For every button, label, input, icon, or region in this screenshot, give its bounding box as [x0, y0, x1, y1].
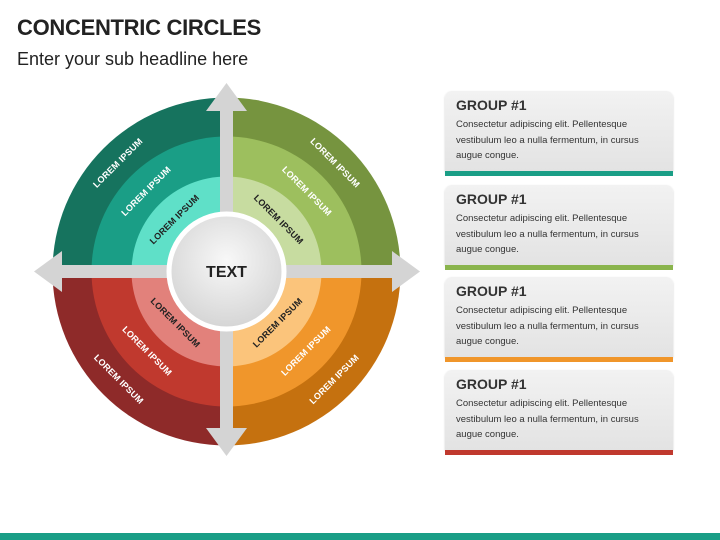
bottom-accent-band [0, 533, 720, 540]
center-text: TEXT [206, 264, 247, 281]
group-card-1: GROUP #1 Consectetur adipiscing elit. Pe… [445, 91, 673, 176]
group-card-title: GROUP #1 [456, 191, 527, 207]
group-card-4: GROUP #1 Consectetur adipiscing elit. Pe… [445, 370, 673, 455]
group-card-accent-bar [445, 450, 673, 455]
group-card-text: Consectetur adipiscing elit. Pellentesqu… [456, 398, 639, 440]
arrow-up-icon [206, 83, 247, 111]
group-card-title: GROUP #1 [456, 97, 527, 113]
group-card-text: Consectetur adipiscing elit. Pellentesqu… [456, 213, 639, 255]
arrow-left-icon [34, 251, 62, 292]
group-card-accent-bar [445, 357, 673, 362]
page-subtitle: Enter your sub headline here [17, 49, 249, 69]
group-card-2: GROUP #1 Consectetur adipiscing elit. Pe… [445, 185, 673, 270]
group-card-text: Consectetur adipiscing elit. Pellentesqu… [456, 305, 639, 347]
arrow-right-icon [392, 251, 420, 292]
group-card-text: Consectetur adipiscing elit. Pellentesqu… [456, 119, 639, 161]
group-card-title: GROUP #1 [456, 376, 527, 392]
group-card-title: GROUP #1 [456, 283, 527, 299]
diagram-segments [52, 97, 401, 446]
group-card-accent-bar [445, 265, 673, 270]
center-circle [171, 216, 282, 327]
cross-arrows [34, 83, 420, 456]
arrow-down-icon [206, 428, 247, 456]
group-card-3: GROUP #1 Consectetur adipiscing elit. Pe… [445, 277, 673, 362]
page-title: CONCENTRIC CIRCLES [17, 15, 261, 40]
group-card-accent-bar [445, 171, 673, 176]
